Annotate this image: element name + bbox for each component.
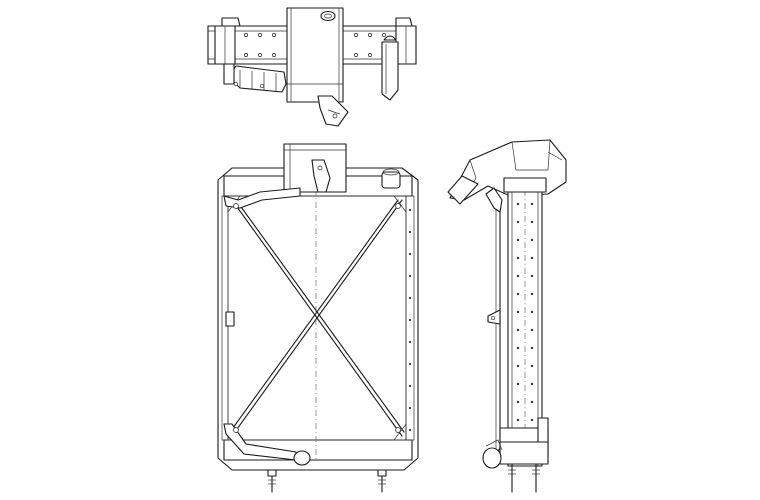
fastener-dot	[408, 274, 412, 278]
fastener-dot	[516, 238, 520, 242]
side-view	[447, 139, 567, 493]
bolt-hole	[354, 33, 358, 37]
fastener-dot	[516, 274, 520, 278]
fastener-dot	[516, 382, 520, 386]
top-view-hose	[227, 65, 287, 93]
bolt-hole	[244, 53, 248, 57]
fastener-dot	[530, 418, 534, 422]
fastener-dot	[530, 364, 534, 368]
fastener-dot	[516, 400, 520, 404]
fastener-dot	[408, 406, 412, 410]
top-view-mount-bracket	[317, 95, 349, 127]
fastener-dot	[530, 328, 534, 332]
fastener-dot	[530, 202, 534, 206]
fastener-dot	[408, 252, 412, 256]
fastener-dot	[516, 220, 520, 224]
fastener-dot	[516, 346, 520, 350]
bolt-hole	[272, 33, 276, 37]
fastener-dot	[408, 428, 412, 432]
fastener-dot	[530, 310, 534, 314]
top-view-right-bracket	[395, 17, 413, 27]
front-view-mounting-studs	[267, 469, 387, 493]
bolt-hole	[258, 53, 262, 57]
top-view	[207, 7, 417, 127]
fastener-dot	[516, 292, 520, 296]
bolt-hole	[368, 33, 372, 37]
bolt-hole	[354, 53, 358, 57]
side-view-drain-outlet	[482, 447, 502, 469]
fastener-dot	[530, 382, 534, 386]
bolt-hole	[272, 53, 276, 57]
top-view-expansion-tank	[286, 7, 344, 103]
front-view-drain-outlet	[293, 450, 311, 466]
front-view	[217, 143, 419, 493]
bolt-hole	[258, 33, 262, 37]
fastener-dot	[408, 230, 412, 234]
fastener-dot	[408, 318, 412, 322]
fastener-dot	[530, 400, 534, 404]
top-view-left-bracket	[221, 17, 241, 27]
bolt-hole	[244, 33, 248, 37]
front-view-fasteners	[408, 208, 412, 432]
fastener-dot	[530, 274, 534, 278]
fastener-dot	[516, 418, 520, 422]
front-view-tank-bracket	[311, 159, 331, 193]
fastener-dot	[516, 328, 520, 332]
bolt-hole	[368, 53, 372, 57]
side-view-side-frame	[493, 191, 501, 459]
side-view-neck	[447, 175, 479, 205]
fastener-dot	[408, 296, 412, 300]
side-view-fasteners	[516, 202, 534, 422]
fastener-dot	[408, 362, 412, 366]
side-view-column-cap	[503, 177, 547, 193]
front-view-side-fitting	[225, 311, 235, 327]
top-view-filler-cap	[320, 10, 336, 22]
fastener-dot	[516, 202, 520, 206]
front-view-upper-hose	[223, 187, 301, 209]
fastener-dot	[408, 340, 412, 344]
fastener-dot	[530, 220, 534, 224]
fastener-dot	[408, 384, 412, 388]
side-view-mounting-studs	[508, 463, 540, 493]
fastener-dot	[530, 346, 534, 350]
fastener-dot	[516, 364, 520, 368]
fastener-dot	[530, 238, 534, 242]
top-view-pipe-elbow	[381, 41, 399, 101]
fastener-dot	[408, 208, 412, 212]
front-view-pipe-cap	[381, 171, 401, 189]
fastener-dot	[516, 256, 520, 260]
front-view-brace-2	[231, 199, 403, 437]
fastener-dot	[530, 256, 534, 260]
bolt-hole	[382, 33, 386, 37]
fastener-dot	[516, 310, 520, 314]
fastener-dot	[530, 292, 534, 296]
